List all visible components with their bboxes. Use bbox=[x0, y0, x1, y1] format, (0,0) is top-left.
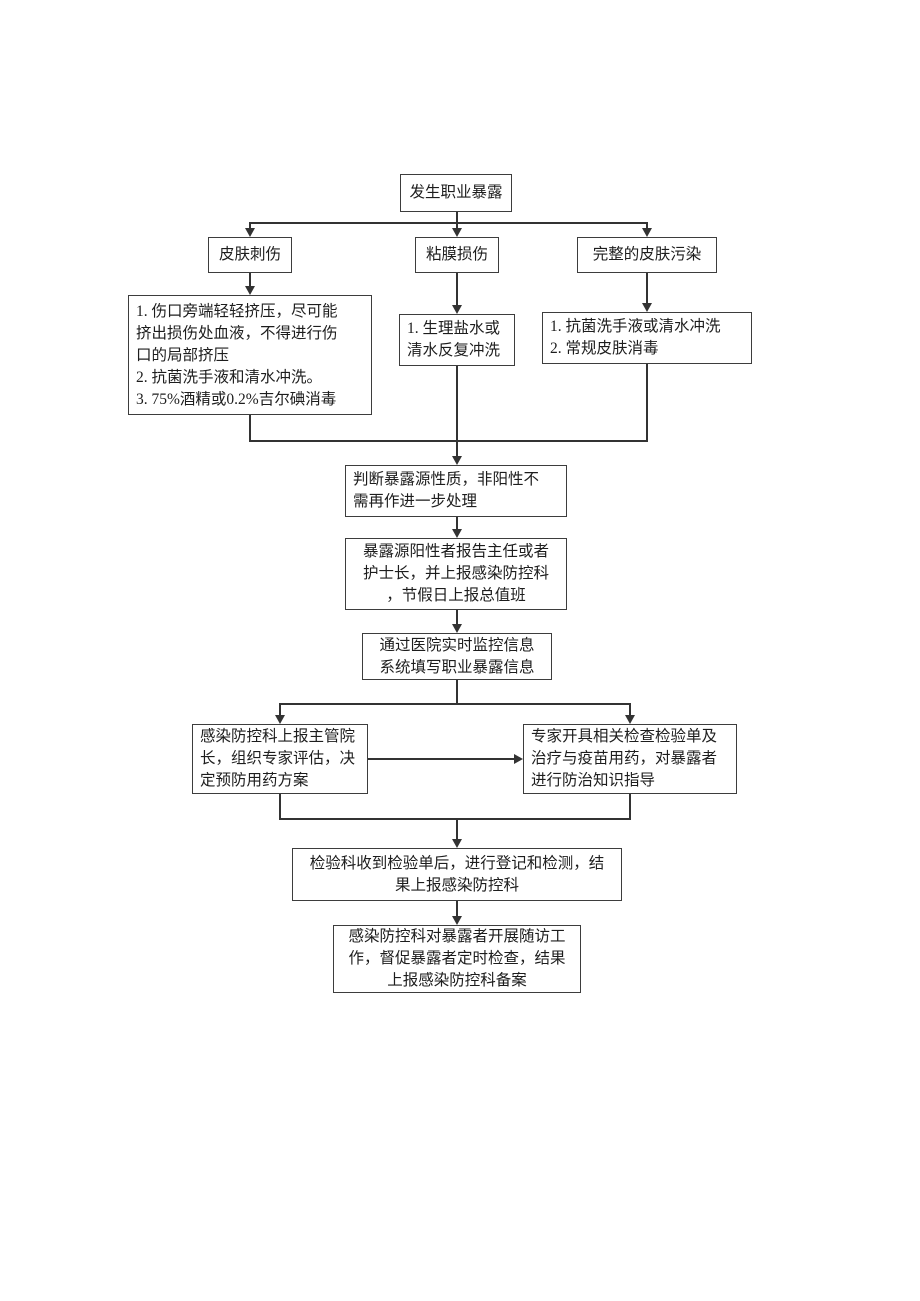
node-fill-monitoring-system: 通过医院实时监控信息 系统填写职业暴露信息 bbox=[362, 633, 552, 680]
flow-line bbox=[456, 212, 458, 222]
node-start: 发生职业暴露 bbox=[400, 174, 512, 212]
flow-line bbox=[456, 222, 458, 229]
flow-line bbox=[279, 818, 631, 820]
node-treatment-intact-skin: 1. 抗菌洗手液或清水冲洗 2. 常规皮肤消毒 bbox=[542, 312, 752, 364]
flow-arrowhead bbox=[451, 228, 462, 237]
flow-line bbox=[646, 364, 648, 441]
flow-arrowhead bbox=[624, 715, 635, 724]
flow-line bbox=[249, 222, 251, 229]
flow-line bbox=[456, 517, 458, 530]
flow-arrowhead bbox=[244, 228, 255, 237]
flow-line bbox=[456, 273, 458, 305]
flow-line bbox=[456, 818, 458, 840]
flow-line bbox=[249, 222, 648, 224]
flow-arrowhead bbox=[641, 303, 652, 312]
flow-arrowhead bbox=[451, 916, 462, 925]
flow-arrowhead bbox=[451, 456, 462, 465]
flow-arrowhead bbox=[451, 624, 462, 633]
flow-line bbox=[279, 703, 281, 716]
flow-line bbox=[456, 680, 458, 705]
flow-line bbox=[249, 273, 251, 287]
flow-line bbox=[249, 440, 648, 442]
flow-line bbox=[456, 610, 458, 625]
flow-line bbox=[646, 273, 648, 303]
flow-arrowhead bbox=[451, 839, 462, 848]
flow-line bbox=[279, 703, 631, 705]
node-report-positive-source: 暴露源阳性者报告主任或者 护士长，并上报感染防控科 ，节假日上报总值班 bbox=[345, 538, 567, 610]
node-follow-up: 感染防控科对暴露者开展随访工 作，督促暴露者定时检查，结果 上报感染防控科备案 bbox=[333, 925, 581, 993]
flow-arrowhead bbox=[451, 529, 462, 538]
flow-arrowhead bbox=[451, 305, 462, 314]
node-infection-dept-report: 感染防控科上报主管院 长，组织专家评估，决 定预防用药方案 bbox=[192, 724, 368, 794]
flow-line bbox=[646, 222, 648, 229]
flow-line bbox=[456, 901, 458, 917]
node-branch-mucosa-injury: 粘膜损伤 bbox=[415, 237, 499, 273]
flow-line bbox=[368, 758, 514, 760]
flow-line bbox=[456, 366, 458, 457]
node-expert-orders: 专家开具相关检查检验单及 治疗与疫苗用药，对暴露者 进行防治知识指导 bbox=[523, 724, 737, 794]
flow-arrowhead bbox=[641, 228, 652, 237]
flow-line bbox=[629, 794, 631, 820]
node-treatment-skin-puncture: 1. 伤口旁端轻轻挤压，尽可能 挤出损伤处血液，不得进行伤 口的局部挤压 2. … bbox=[128, 295, 372, 415]
flow-line bbox=[279, 794, 281, 820]
node-assess-exposure-source: 判断暴露源性质，非阳性不 需再作进一步处理 bbox=[345, 465, 567, 517]
flow-line bbox=[629, 703, 631, 716]
flow-line bbox=[249, 415, 251, 441]
node-lab-testing: 检验科收到检验单后，进行登记和检测，结 果上报感染防控科 bbox=[292, 848, 622, 901]
node-treatment-mucosa: 1. 生理盐水或 清水反复冲洗 bbox=[399, 314, 515, 366]
node-branch-intact-skin: 完整的皮肤污染 bbox=[577, 237, 717, 273]
flow-arrowhead bbox=[514, 753, 523, 764]
flow-arrowhead bbox=[274, 715, 285, 724]
node-branch-skin-puncture: 皮肤刺伤 bbox=[208, 237, 292, 273]
flow-arrowhead bbox=[244, 286, 255, 295]
